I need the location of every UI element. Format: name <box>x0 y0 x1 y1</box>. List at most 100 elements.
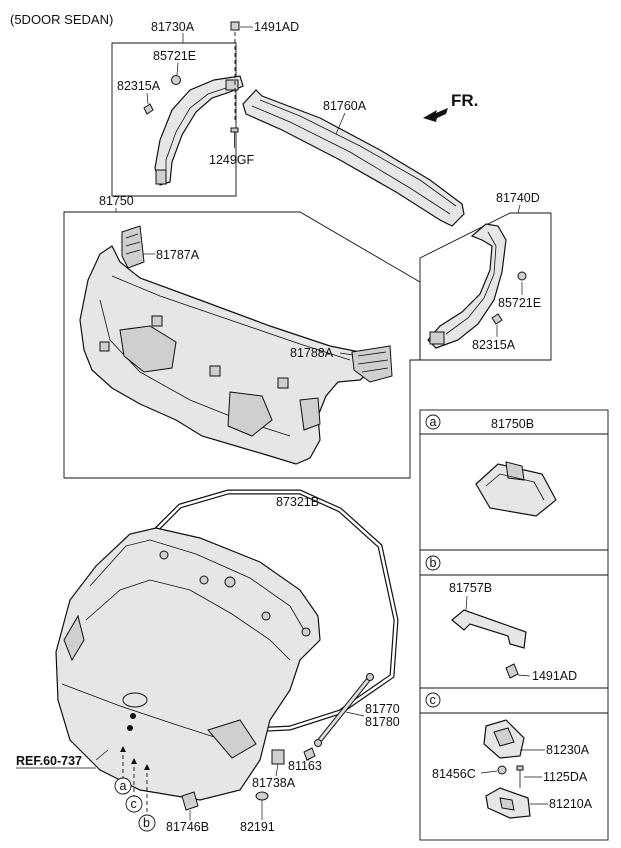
label-81230A: 81230A <box>546 743 590 757</box>
pillar-trim-81740D-edge <box>445 231 497 335</box>
tailgate-bolt-2 <box>199 575 209 585</box>
callout-b-letter: b <box>143 816 150 830</box>
variant-title: (5DOOR SEDAN) <box>10 12 113 27</box>
panel-a-letter: a <box>430 415 437 429</box>
group-box-81730A <box>111 42 237 197</box>
label-81738A: 81738A <box>252 776 296 790</box>
garnish-81750B-edge <box>485 473 545 501</box>
label-81788A: 81788A <box>290 346 334 360</box>
label-81780: 81780 <box>365 715 400 729</box>
gas-strut-fill <box>318 679 370 741</box>
label-81730A: 81730A <box>151 20 195 34</box>
arrow-tip-b <box>144 764 150 770</box>
label-85721E-top: 85721E <box>153 49 196 63</box>
arrow-tip-c <box>131 758 137 764</box>
ref-label: REF.60-737 <box>16 754 82 768</box>
tailgate-latch-recess <box>207 719 257 759</box>
bracket-81788A-grid <box>357 351 389 373</box>
leader-82315A-top <box>146 92 149 105</box>
tailgate-bolt-4 <box>261 611 271 621</box>
arrow-tip-a <box>120 746 126 752</box>
bumper-81738A <box>271 749 285 765</box>
panel-b-letter: b <box>430 556 437 570</box>
tailgate-bolt-1 <box>159 550 169 560</box>
upper-trim-rib-2 <box>259 99 457 207</box>
clip-1491AD-top <box>230 21 240 31</box>
ref-leader <box>95 749 109 761</box>
clip-82315A-right <box>491 313 503 325</box>
label-81740D: 81740D <box>496 191 540 205</box>
label-82315A-right: 82315A <box>472 338 516 352</box>
weatherstrip-87321B-inner <box>138 490 398 732</box>
panel-c-letter: c <box>430 693 436 707</box>
tailgate-upper-edge <box>89 539 305 631</box>
label-1491AD-top: 1491AD <box>254 20 299 34</box>
label-81210A: 81210A <box>549 797 593 811</box>
emblem-hole-1 <box>130 713 136 719</box>
front-label: FR. <box>451 91 478 110</box>
tailgate-bolt-5 <box>301 627 311 637</box>
label-81163: 81163 <box>288 759 322 773</box>
label-81746B: 81746B <box>166 820 209 834</box>
callout-a <box>114 777 132 795</box>
leader-81788A <box>339 352 354 356</box>
label-1249GF: 1249GF <box>209 153 255 167</box>
front-direction-arrow: FR. <box>423 91 478 122</box>
upper-trim-81760A <box>242 89 465 227</box>
trim-clip-3 <box>277 377 289 389</box>
arrow-icon <box>423 108 448 122</box>
panel-a-part-label: 81750B <box>491 417 534 431</box>
leader-85721E-top <box>176 62 179 76</box>
trim-upper-edge <box>111 275 351 361</box>
latch-81230A-detail <box>493 727 515 747</box>
grommet-82191 <box>255 791 269 801</box>
leader-81738A <box>275 763 279 777</box>
panel-a-badge <box>425 414 441 430</box>
trim-cutout-right <box>299 397 321 431</box>
leader-81456C <box>480 770 498 774</box>
tailgate-hinge-left <box>63 614 85 662</box>
gas-strut-end-high <box>366 673 374 681</box>
panel-c-badge <box>425 692 441 708</box>
group-box-81750 <box>63 211 421 479</box>
bracket-81788A <box>351 345 393 383</box>
panel-b-part-label: 81757B <box>449 581 492 595</box>
clip-85721E-right <box>517 271 527 281</box>
callout-a-letter: a <box>120 779 127 793</box>
pillar-trim-81730A <box>154 75 244 186</box>
tailgate-window-edge <box>85 579 291 661</box>
label-81760A: 81760A <box>323 99 367 113</box>
tailgate-body-line <box>61 683 231 743</box>
panel-c <box>419 687 609 841</box>
callout-b <box>138 814 156 832</box>
bracket-81787A <box>121 225 145 269</box>
tailgate-bolt-3 <box>224 576 236 588</box>
striker-81210A-detail <box>499 797 515 811</box>
label-82315A-top: 82315A <box>117 79 161 93</box>
leader-81740D <box>517 204 521 214</box>
emblem <box>122 692 148 708</box>
bracket-81787A-grid <box>125 233 141 255</box>
panel-b-badge <box>425 555 441 571</box>
leader-81770 <box>345 711 365 717</box>
panel-b-sub-leader <box>517 674 531 677</box>
pillar-81740D-clip <box>429 331 445 345</box>
label-82191: 82191 <box>240 820 275 834</box>
bolt-1125DA-head <box>516 765 524 771</box>
pillar-clip-bottom <box>155 169 167 185</box>
pillar-clip-top <box>225 79 239 91</box>
clip-82315A-top <box>143 103 154 115</box>
label-1125DA: 1125DA <box>543 770 588 784</box>
bracket-81757B <box>451 609 527 649</box>
trim-clip-1 <box>151 315 163 327</box>
label-81770: 81770 <box>365 702 400 716</box>
trim-cutout-center <box>227 391 273 437</box>
clip-81746B <box>181 791 199 811</box>
panel-b-sub-label: 1491AD <box>532 669 577 683</box>
screw-81456C <box>497 765 507 775</box>
label-81750: 81750 <box>99 194 134 208</box>
clip-85721E-top <box>171 75 181 85</box>
callout-c-letter: c <box>131 797 137 811</box>
